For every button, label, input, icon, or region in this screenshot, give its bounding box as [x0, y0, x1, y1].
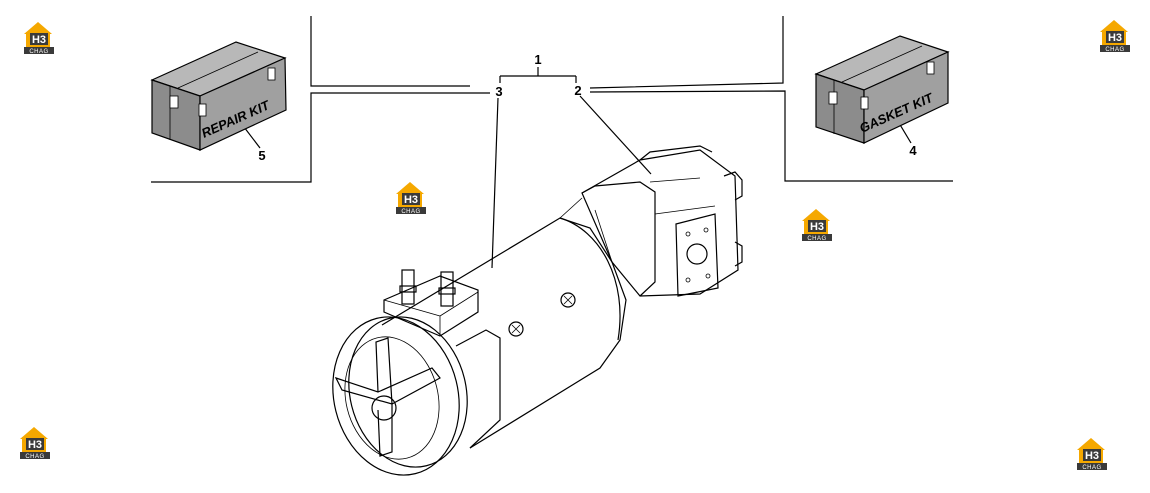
- callout-3: 3: [495, 84, 502, 99]
- repair-kit-box: REPAIR KIT: [150, 41, 287, 151]
- hydraulic-pump: [581, 145, 743, 297]
- watermark-logo-center-left: [396, 182, 426, 215]
- watermark-logo-center-right: [802, 209, 832, 242]
- leader-line-3: [491, 97, 499, 269]
- right-frame-lines: [589, 16, 953, 182]
- watermark-logo-bottom-right: [1077, 438, 1107, 471]
- left-frame-lines: [151, 16, 490, 183]
- watermark-logo-bottom-left: [20, 427, 50, 460]
- callout-1: 1: [534, 52, 541, 67]
- callout-1-bracket: [499, 67, 577, 83]
- leader-line-5: [243, 126, 261, 149]
- gasket-kit-box: GASKET KIT: [814, 35, 950, 144]
- electric-motor: [332, 197, 627, 476]
- watermark-logo-top-right: [1100, 20, 1130, 53]
- callout-5: 5: [258, 148, 265, 163]
- callout-2: 2: [574, 83, 581, 98]
- leader-line-2: [579, 95, 652, 175]
- watermark-logo-top-left: [24, 22, 54, 55]
- callout-4: 4: [909, 143, 917, 158]
